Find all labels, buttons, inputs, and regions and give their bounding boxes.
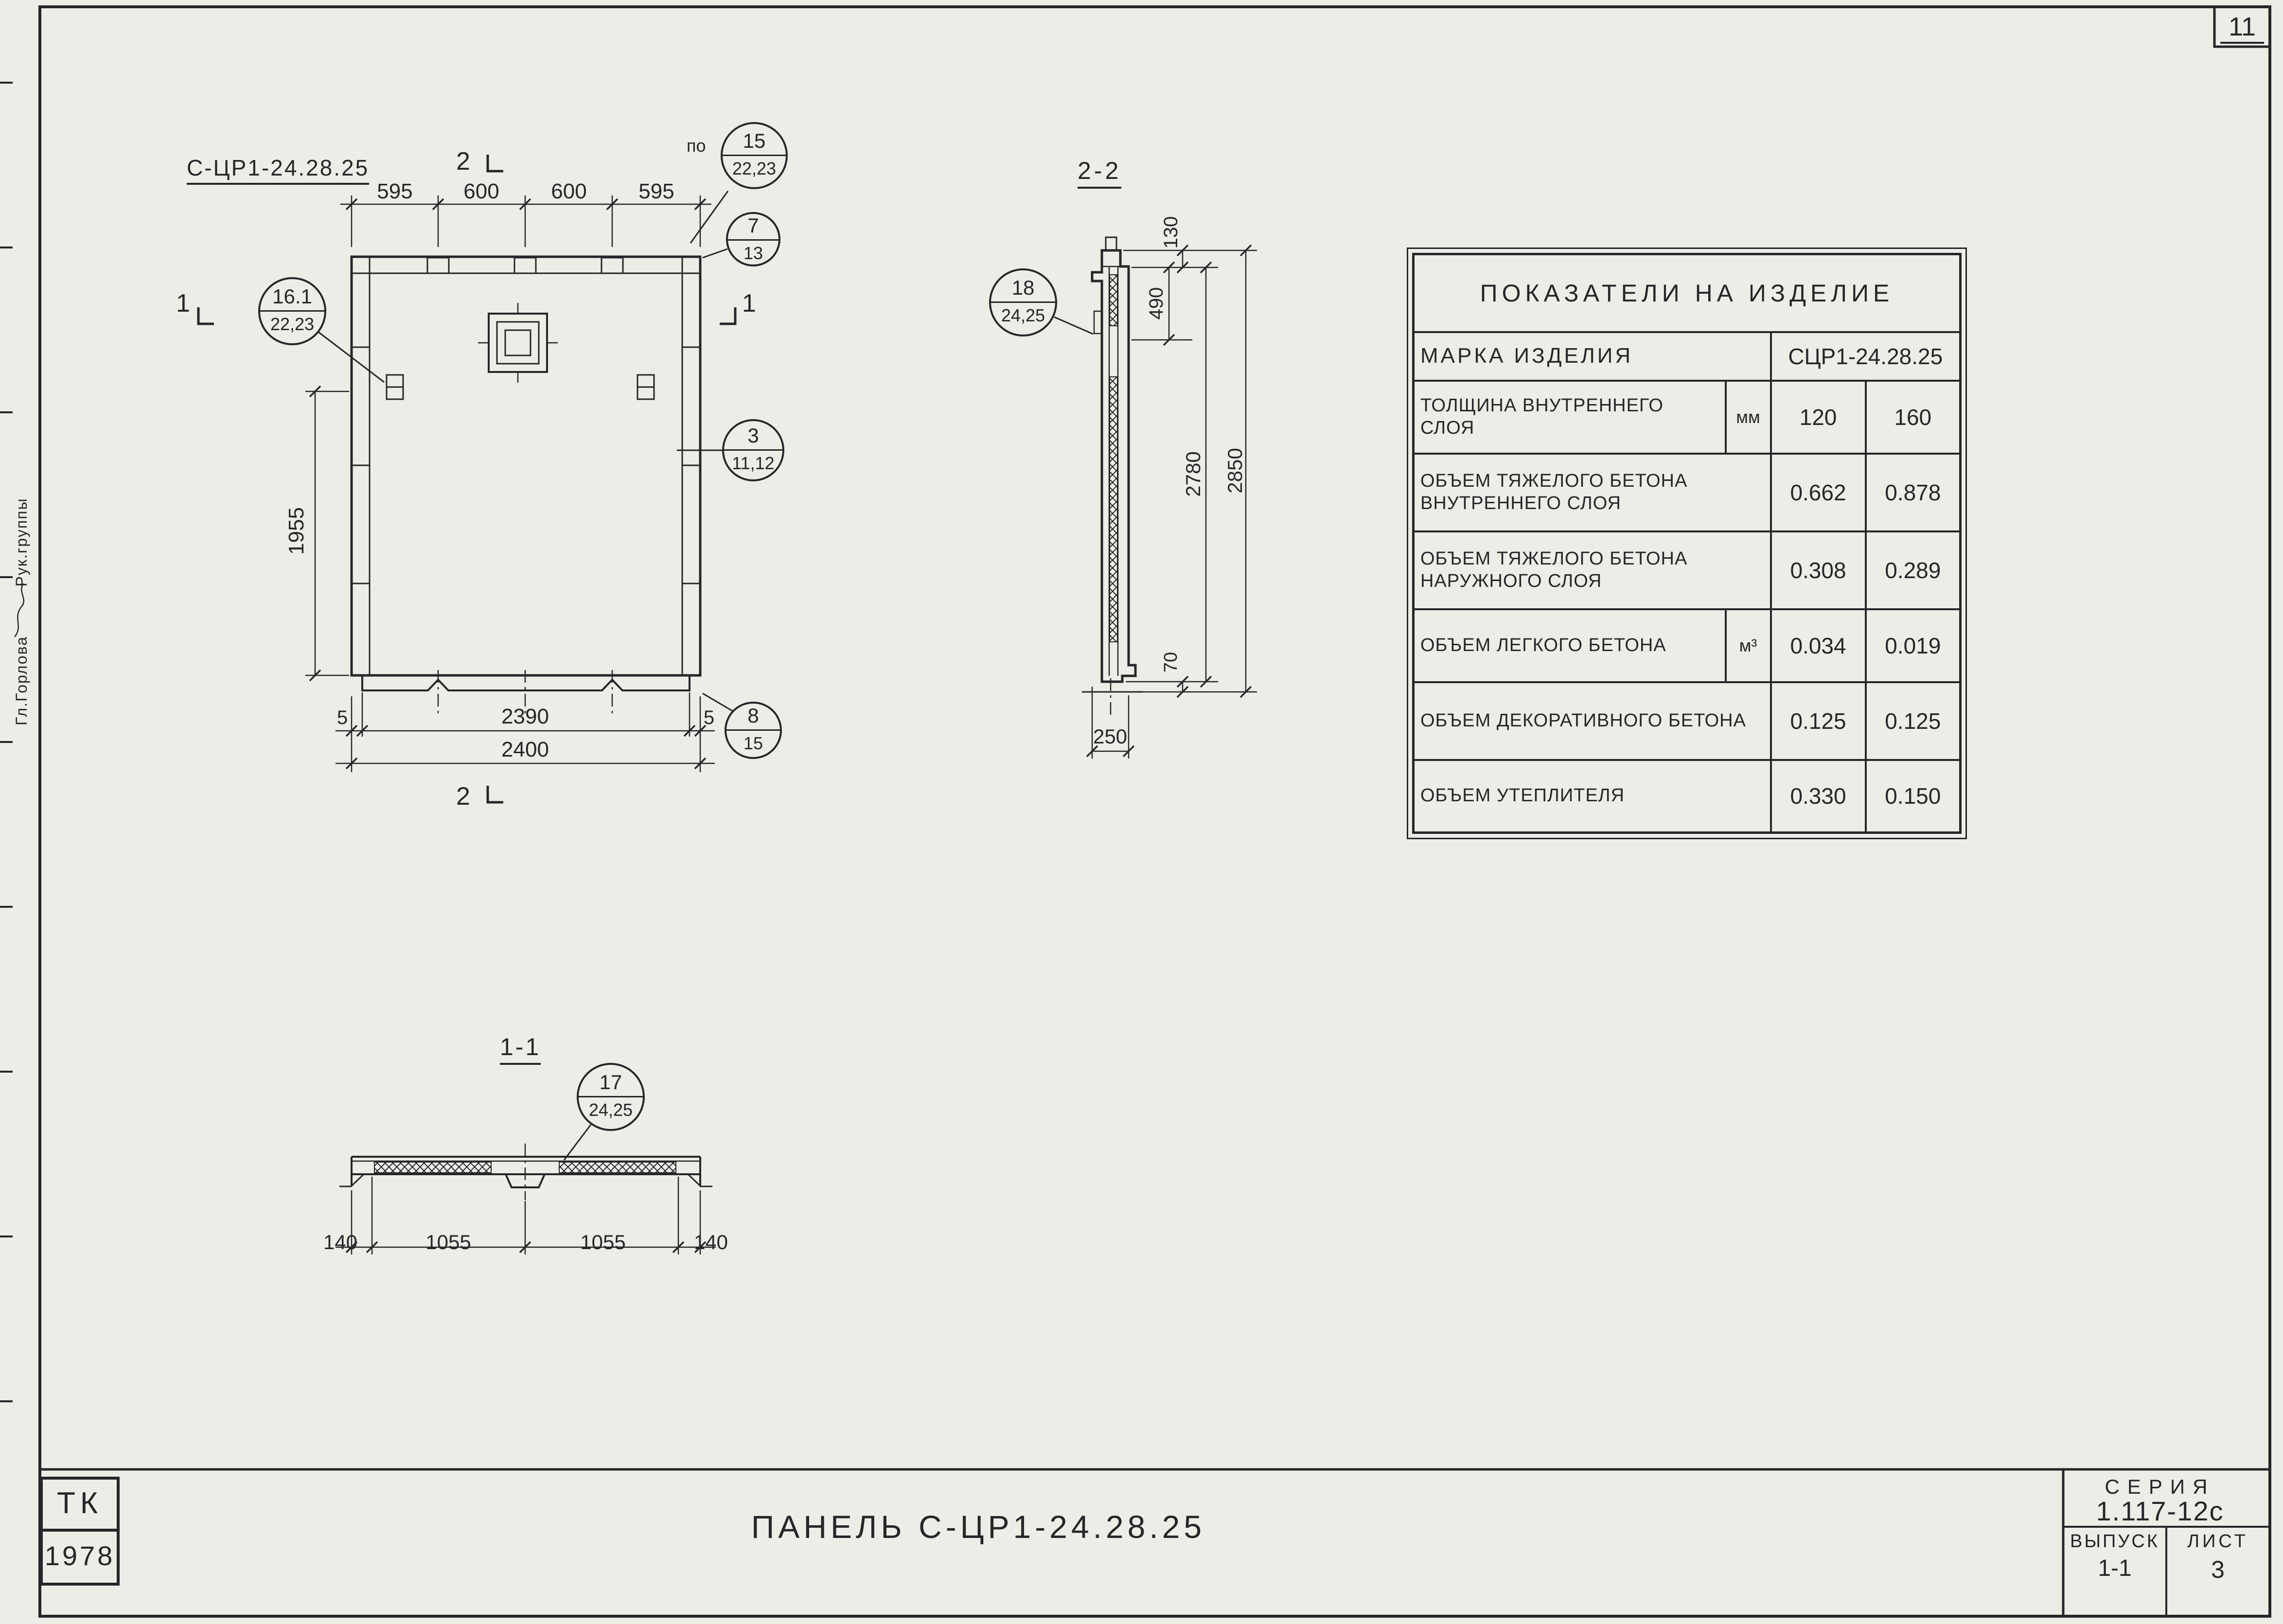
dim-140-left: 140 [323, 1231, 358, 1253]
margin-name-label: Гл.Горлова [13, 635, 30, 726]
dim-595-right: 595 [638, 179, 674, 203]
table-row: ОБЪЕМ УТЕПЛИТЕЛЯ 0.330 0.150 [1412, 759, 1962, 834]
series-value: 1.117-12с [2096, 1496, 2224, 1526]
sheet-page-number: 11 [2220, 14, 2264, 44]
callout-16-1-22-23: 16.1 22,23 [258, 277, 326, 345]
dim-2780: 2780 [1182, 451, 1204, 497]
see-note: по [687, 136, 706, 156]
mark-label: МАРКА ИЗДЕЛИЯ [1412, 331, 1772, 382]
table-mark-row: МАРКА ИЗДЕЛИЯ СЦР1-24.28.25 [1412, 331, 1962, 382]
dim-5-left: 5 [336, 707, 348, 728]
callout-15-22-23: 15 22,23 [721, 122, 788, 189]
table-row: ТОЛЩИНА ВНУТРЕННЕГО СЛОЯ мм 120 160 [1412, 379, 1962, 455]
table-row: ОБЪЕМ ДЕКОРАТИВНОГО БЕТОНА 0.125 0.125 [1412, 681, 1962, 761]
callout-3-11-12: 3 11,12 [722, 419, 784, 481]
table-row: ОБЪЕМ ЛЕГКОГО БЕТОНА м³ 0.034 0.019 [1412, 608, 1962, 683]
section-mark-2-bottom: 2 [456, 782, 470, 811]
row-value-120: 0.034 [1770, 608, 1867, 683]
callout-ref: 24,25 [1001, 305, 1045, 325]
plan-view-lines [197, 155, 737, 804]
row-label: ТОЛЩИНА ВНУТРЕННЕГО СЛОЯ [1412, 379, 1727, 455]
section-1-1-lines [336, 1124, 716, 1254]
row-value-120: 0.308 [1770, 530, 1867, 610]
callout-num: 18 [991, 270, 1055, 303]
stamp-tk: ТК [57, 1486, 103, 1520]
row-value-160: 0.878 [1864, 452, 1962, 532]
dim-5-right: 5 [703, 707, 715, 728]
row-value-160: 0.125 [1864, 681, 1962, 761]
callout-num: 3 [724, 421, 782, 451]
dim-1055-right: 1055 [580, 1231, 626, 1253]
issue-label: ВЫПУСК [2070, 1531, 2160, 1552]
sheet-label: ЛИСТ [2187, 1531, 2248, 1552]
plan-title: С-ЦР1-24.28.25 [187, 157, 370, 185]
dim-70: 70 [1161, 652, 1181, 673]
row-label: ОБЪЕМ ЛЕГКОГО БЕТОНА [1412, 608, 1727, 683]
callout-num: 7 [728, 214, 779, 241]
row-value-160: 0.150 [1864, 759, 1962, 834]
dim-1055-left: 1055 [425, 1231, 471, 1253]
callout-8-15: 8 15 [725, 702, 782, 759]
row-value-160: 0.019 [1864, 608, 1962, 683]
margin-role-label: Рук.группы [13, 497, 30, 587]
issue-value: 1-1 [2098, 1555, 2132, 1581]
callout-18-24-25: 18 24,25 [989, 268, 1057, 336]
dim-2400: 2400 [501, 738, 549, 761]
mark-value: СЦР1-24.28.25 [1770, 331, 1962, 382]
table-row: ОБЪЕМ ТЯЖЕЛОГО БЕТОНА НАРУЖНОГО СЛОЯ 0.3… [1412, 530, 1962, 610]
dim-595-left: 595 [377, 179, 413, 203]
callout-num: 16.1 [260, 279, 324, 312]
dim-140-right: 140 [693, 1231, 728, 1253]
row-value-120: 0.125 [1770, 681, 1867, 761]
row-label: ОБЪЕМ ТЯЖЕЛОГО БЕТОНА НАРУЖНОГО СЛОЯ [1412, 530, 1772, 610]
row-label: ОБЪЕМ ТЯЖЕЛОГО БЕТОНА ВНУТРЕННЕГО СЛОЯ [1412, 452, 1772, 532]
series-label: СЕРИЯ [2105, 1475, 2215, 1498]
table-row: ОБЪЕМ ТЯЖЕЛОГО БЕТОНА ВНУТРЕННЕГО СЛОЯ 0… [1412, 452, 1962, 532]
callout-ref: 22,23 [732, 159, 777, 178]
dim-600-right: 600 [551, 179, 587, 203]
dim-600-left: 600 [463, 179, 499, 203]
dim-490: 490 [1146, 287, 1167, 320]
dim-2390: 2390 [501, 705, 549, 728]
drawing-title: ПАНЕЛЬ С-ЦР1-24.28.25 [751, 1509, 1206, 1545]
section-2-2-lines [1054, 236, 1257, 759]
dim-1955: 1955 [284, 507, 308, 555]
row-value-120: 0.330 [1770, 759, 1867, 834]
dim-2850: 2850 [1223, 448, 1246, 494]
callout-ref: 11,12 [732, 453, 775, 473]
dim-250: 250 [1093, 725, 1128, 748]
row-value-120: 120 [1770, 379, 1867, 455]
section-2-2-title: 2-2 [1078, 159, 1122, 189]
row-value-160: 160 [1864, 379, 1962, 455]
section-mark-1-right: 1 [742, 289, 756, 318]
section-1-1-title: 1-1 [500, 1035, 541, 1065]
row-unit: мм [1724, 379, 1772, 455]
callout-num: 15 [723, 124, 786, 156]
callout-7-13: 7 13 [726, 212, 780, 266]
row-unit: м³ [1724, 608, 1772, 683]
row-value-120: 0.662 [1770, 452, 1867, 532]
table-title-row: ПОКАЗАТЕЛИ НА ИЗДЕЛИЕ [1412, 253, 1962, 333]
callout-num: 8 [726, 704, 780, 731]
frame-lines [0, 5, 2271, 1618]
section-mark-1-left: 1 [176, 289, 190, 318]
callout-ref: 24,25 [588, 1100, 633, 1120]
row-label: ОБЪЕМ УТЕПЛИТЕЛЯ [1412, 759, 1772, 834]
stamp-year: 1978 [44, 1540, 115, 1571]
dim-130: 130 [1160, 216, 1182, 249]
callout-ref: 22,23 [270, 314, 315, 334]
row-value-160: 0.289 [1864, 530, 1962, 610]
callout-num: 17 [579, 1065, 643, 1097]
callout-ref: 15 [743, 733, 763, 753]
product-indicators-table: ПОКАЗАТЕЛИ НА ИЗДЕЛИЕ МАРКА ИЗДЕЛИЯ СЦР1… [1406, 247, 1967, 839]
callout-17-24-25: 17 24,25 [577, 1063, 645, 1131]
section-mark-2-top: 2 [456, 147, 470, 176]
table-title: ПОКАЗАТЕЛИ НА ИЗДЕЛИЕ [1412, 253, 1962, 333]
sheet-value: 3 [2211, 1556, 2225, 1583]
signature-squiggle [14, 583, 25, 637]
callout-ref: 13 [743, 243, 763, 263]
row-label: ОБЪЕМ ДЕКОРАТИВНОГО БЕТОНА [1412, 681, 1772, 761]
